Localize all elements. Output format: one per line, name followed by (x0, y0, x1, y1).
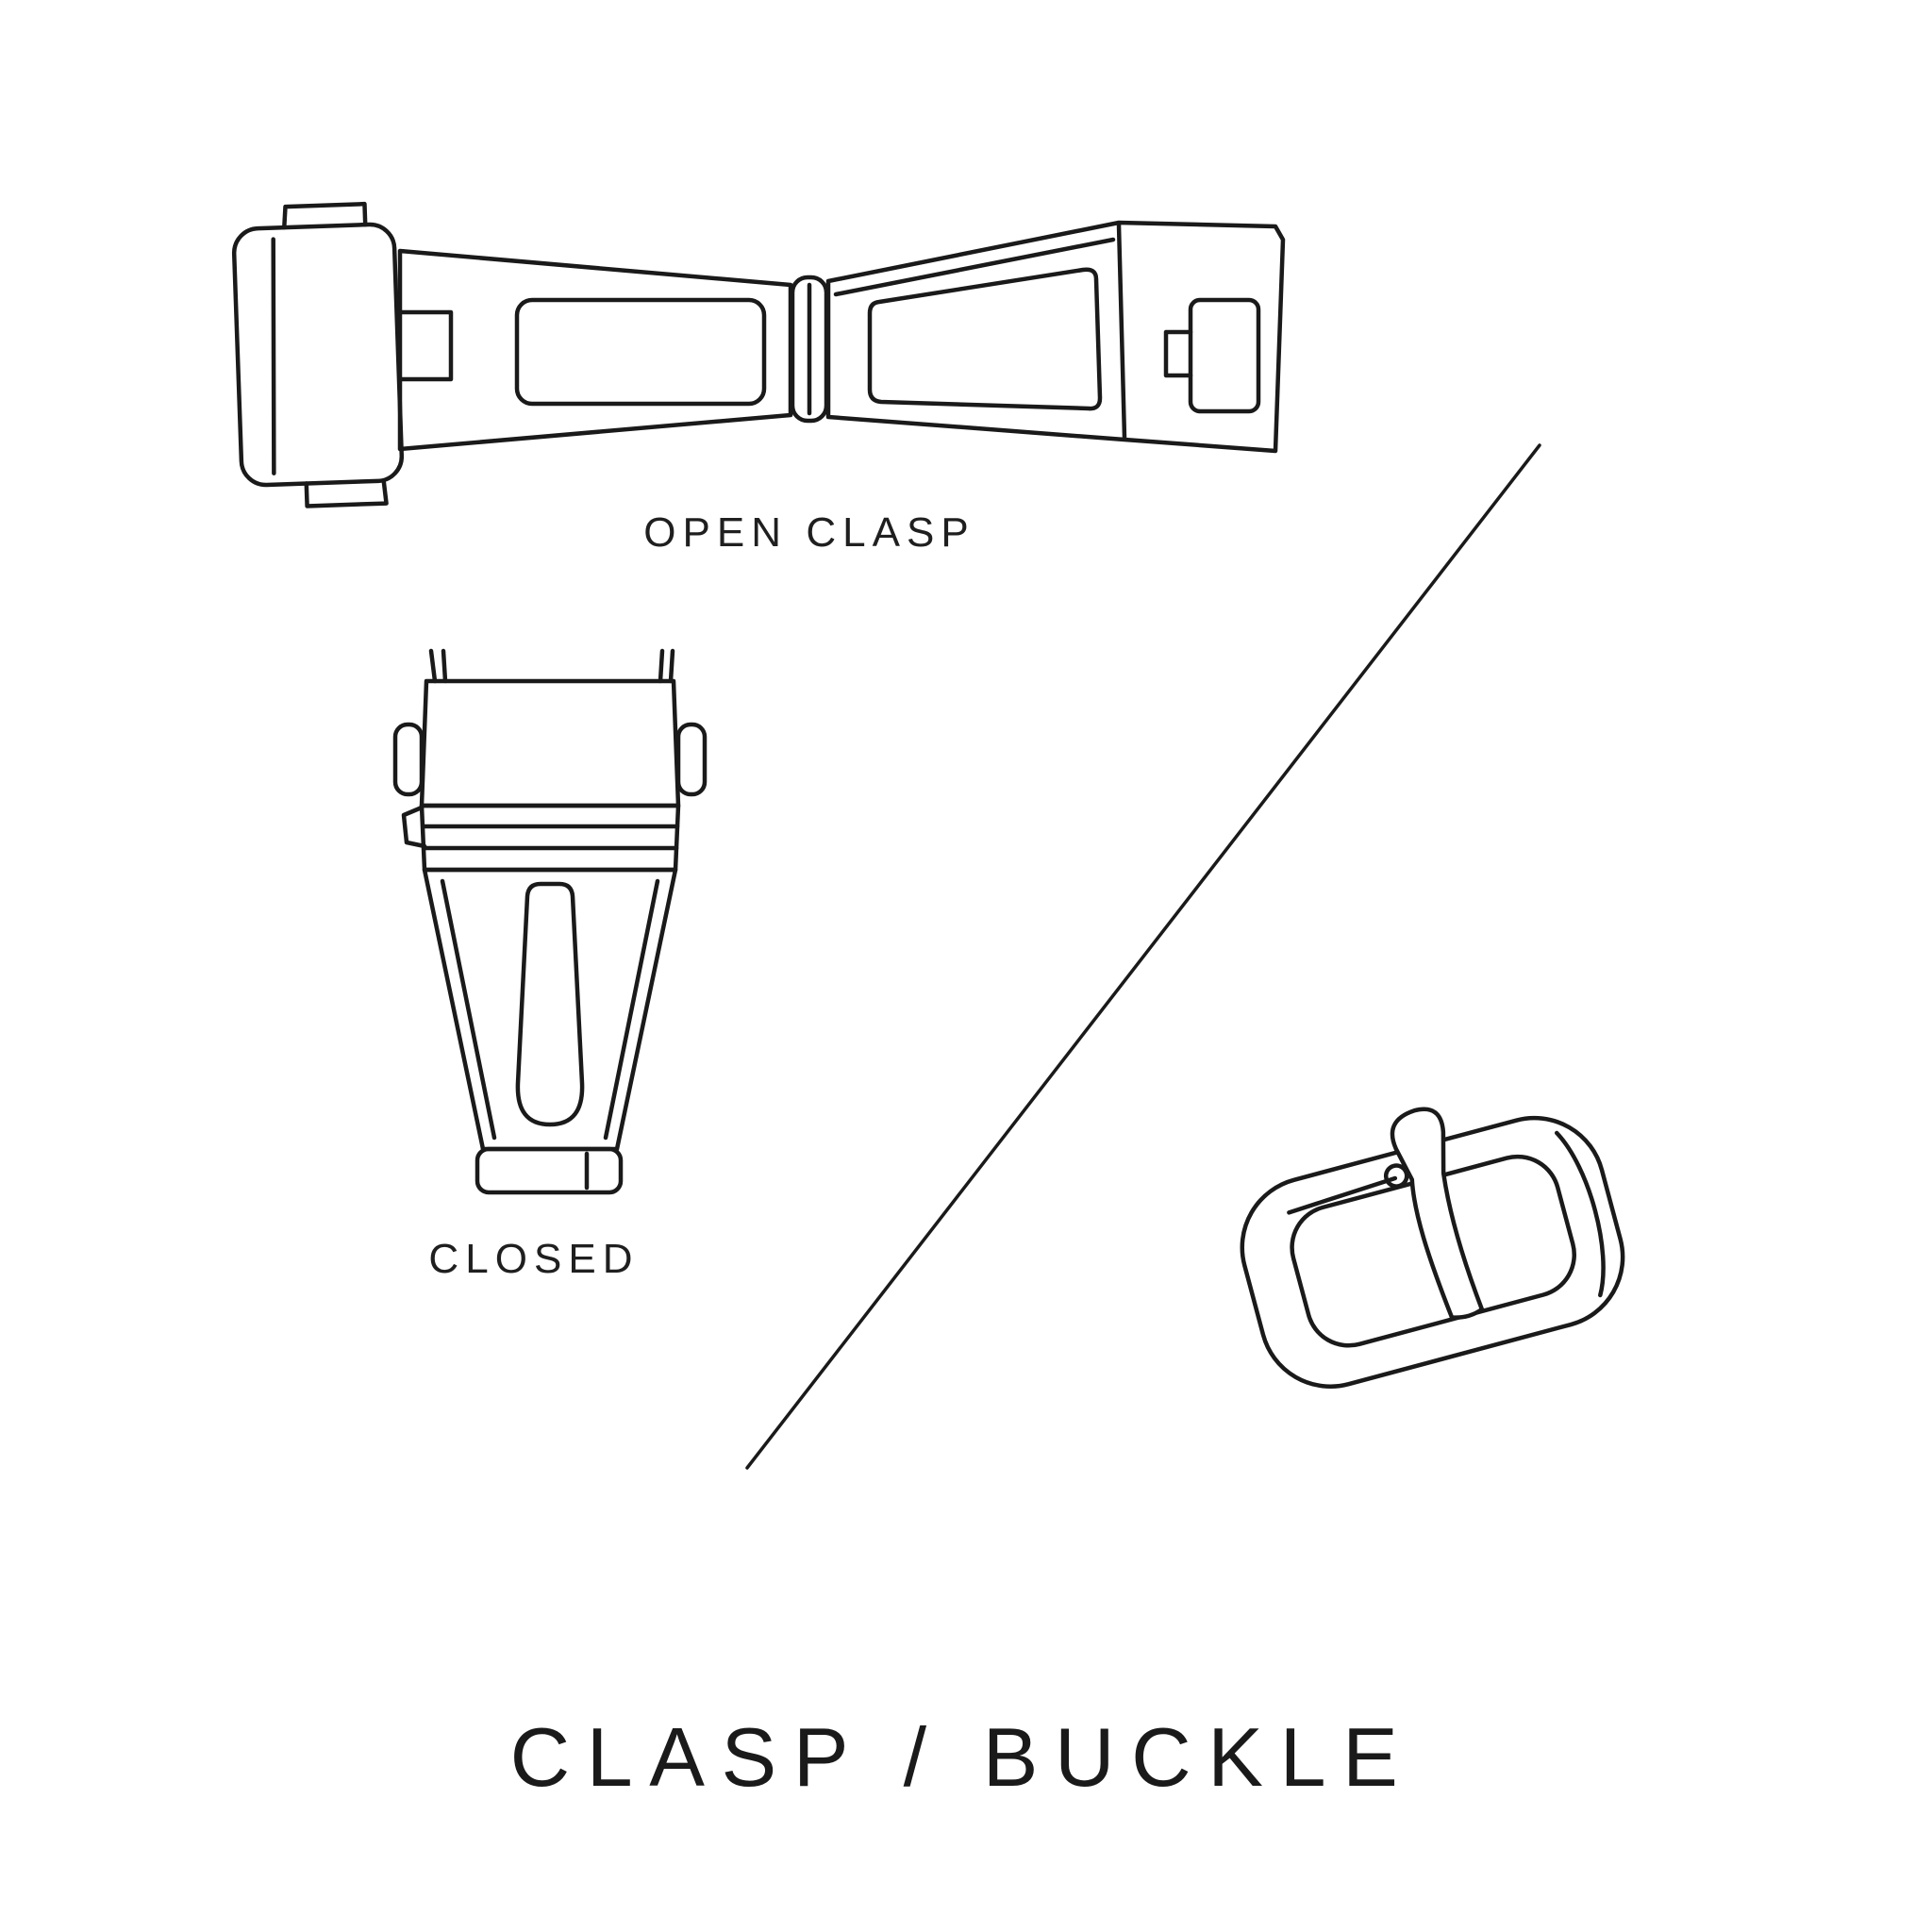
closed-clasp-body (422, 867, 678, 1152)
buckle-springbar (1287, 1175, 1398, 1215)
open-clasp-illustration (231, 201, 1286, 508)
closed-clasp-slot (515, 881, 585, 1127)
closed-clasp-left-ear (392, 722, 425, 797)
closed-clasp-cap (419, 678, 681, 808)
closed-label: CLOSED (428, 1236, 640, 1282)
open-clasp-left-endpiece (231, 201, 405, 508)
divider-line (745, 443, 1541, 1470)
open-clasp-right-blade (825, 220, 1286, 454)
closed-clasp-band (419, 803, 681, 873)
buckle-tongue (1390, 1107, 1485, 1320)
open-clasp-left-notch (398, 309, 454, 382)
closed-clasp-illustration (392, 648, 708, 1195)
open-clasp-label: OPEN CLASP (643, 509, 975, 556)
open-clasp-catch (1188, 297, 1261, 414)
open-clasp-left-window (514, 297, 767, 407)
open-clasp-right-window (867, 267, 1103, 411)
closed-clasp-right-ear (675, 722, 708, 797)
open-clasp-left-blade (397, 248, 793, 452)
buckle-illustration (1240, 1107, 1625, 1389)
closed-clasp-base (475, 1146, 624, 1195)
page-title: CLASP / BUCKLE (509, 1710, 1415, 1804)
